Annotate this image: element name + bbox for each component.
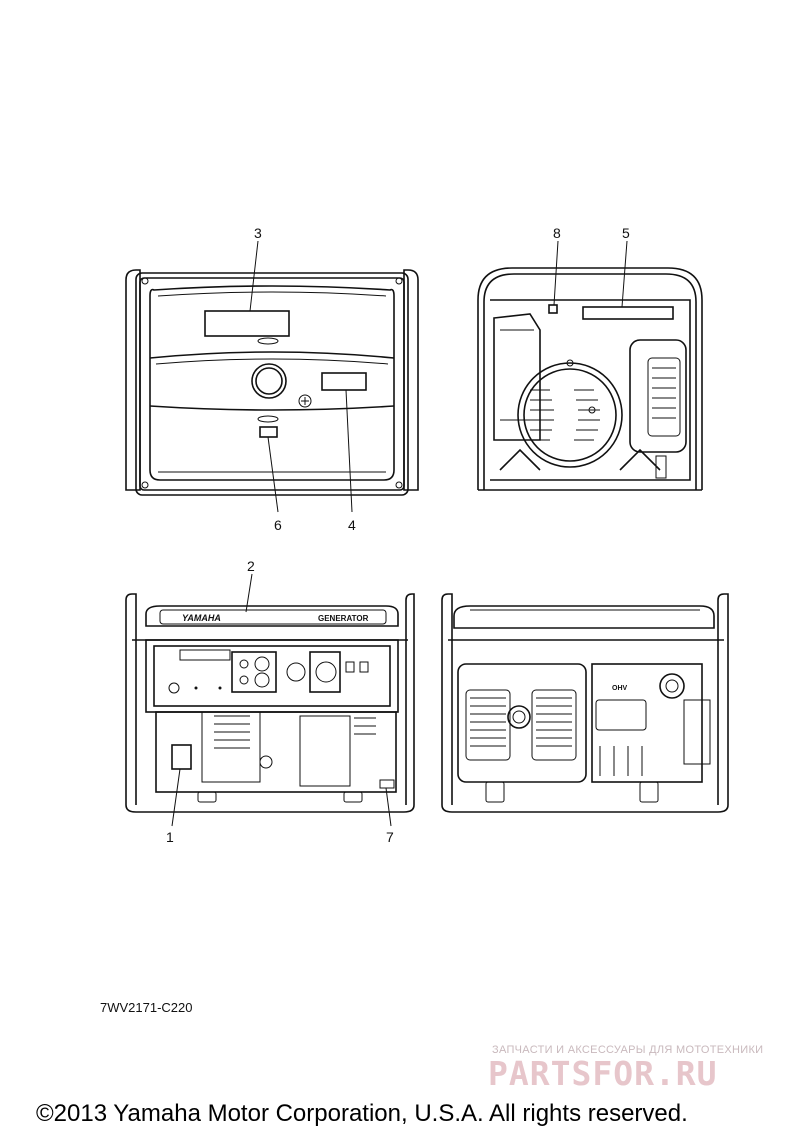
- callout-1: 1: [166, 829, 174, 845]
- reference-code: 7WV2171-C220: [100, 1000, 193, 1015]
- view-bottom-right: OHV: [441, 593, 729, 813]
- watermark-tagline: ЗАПЧАСТИ И АКСЕССУАРЫ ДЛЯ МОТОТЕХНИКИ: [492, 1044, 764, 1056]
- callout-6: 6: [274, 517, 282, 533]
- brand-text: YAMAHA: [182, 613, 221, 623]
- copyright-notice: ©2013 Yamaha Motor Corporation, U.S.A. A…: [36, 1100, 688, 1127]
- callout-5: 5: [622, 225, 630, 241]
- ohv-badge: OHV: [612, 685, 628, 692]
- view-top-left: 3 4 6: [125, 225, 419, 533]
- callout-2: 2: [247, 558, 255, 574]
- callout-3: 3: [254, 225, 262, 241]
- view-top-right: 8 5: [477, 225, 703, 491]
- view-bottom-left: YAMAHA GENERATOR 2 1 7: [125, 558, 415, 845]
- callout-4: 4: [348, 517, 356, 533]
- callout-8: 8: [553, 225, 561, 241]
- callout-7: 7: [386, 829, 394, 845]
- watermark-logo: PARTSFOR.RU: [488, 1054, 718, 1093]
- model-text: GENERATOR: [318, 614, 369, 623]
